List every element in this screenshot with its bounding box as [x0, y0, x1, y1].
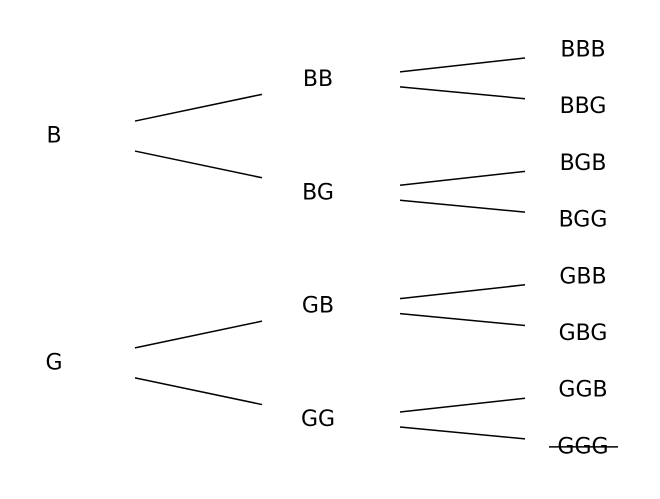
- edge-gb-gbg: [399, 312, 526, 327]
- node-bb: BB: [303, 67, 333, 92]
- node-gbg: GBG: [559, 321, 608, 346]
- edge-bb-bbb: [399, 57, 526, 73]
- node-bbb: BBB: [560, 38, 605, 63]
- node-bgg: BGG: [559, 208, 608, 233]
- edge-bg-bgg: [399, 199, 526, 213]
- edge-g-gg: [134, 377, 263, 406]
- edge-bg-bgb: [399, 170, 526, 186]
- edge-gb-gbb: [399, 284, 526, 300]
- edge-bb-bbg: [399, 86, 526, 100]
- node-bgb: BGB: [560, 151, 607, 176]
- node-gg: GG: [301, 407, 335, 432]
- tree-edges: [134, 57, 526, 440]
- node-ggb: GGB: [558, 378, 607, 403]
- edge-b-bb: [134, 93, 263, 122]
- edge-g-gb: [134, 320, 263, 349]
- edge-gg-ggb: [399, 397, 526, 413]
- node-gbb: GBB: [559, 264, 606, 289]
- node-bg: BG: [302, 180, 334, 205]
- edge-gg-ggg: [399, 426, 526, 440]
- node-bbg: BBG: [560, 94, 607, 119]
- edge-b-bg: [134, 150, 263, 179]
- node-b: B: [46, 124, 61, 149]
- node-g: G: [45, 350, 62, 375]
- node-gb: GB: [302, 294, 334, 319]
